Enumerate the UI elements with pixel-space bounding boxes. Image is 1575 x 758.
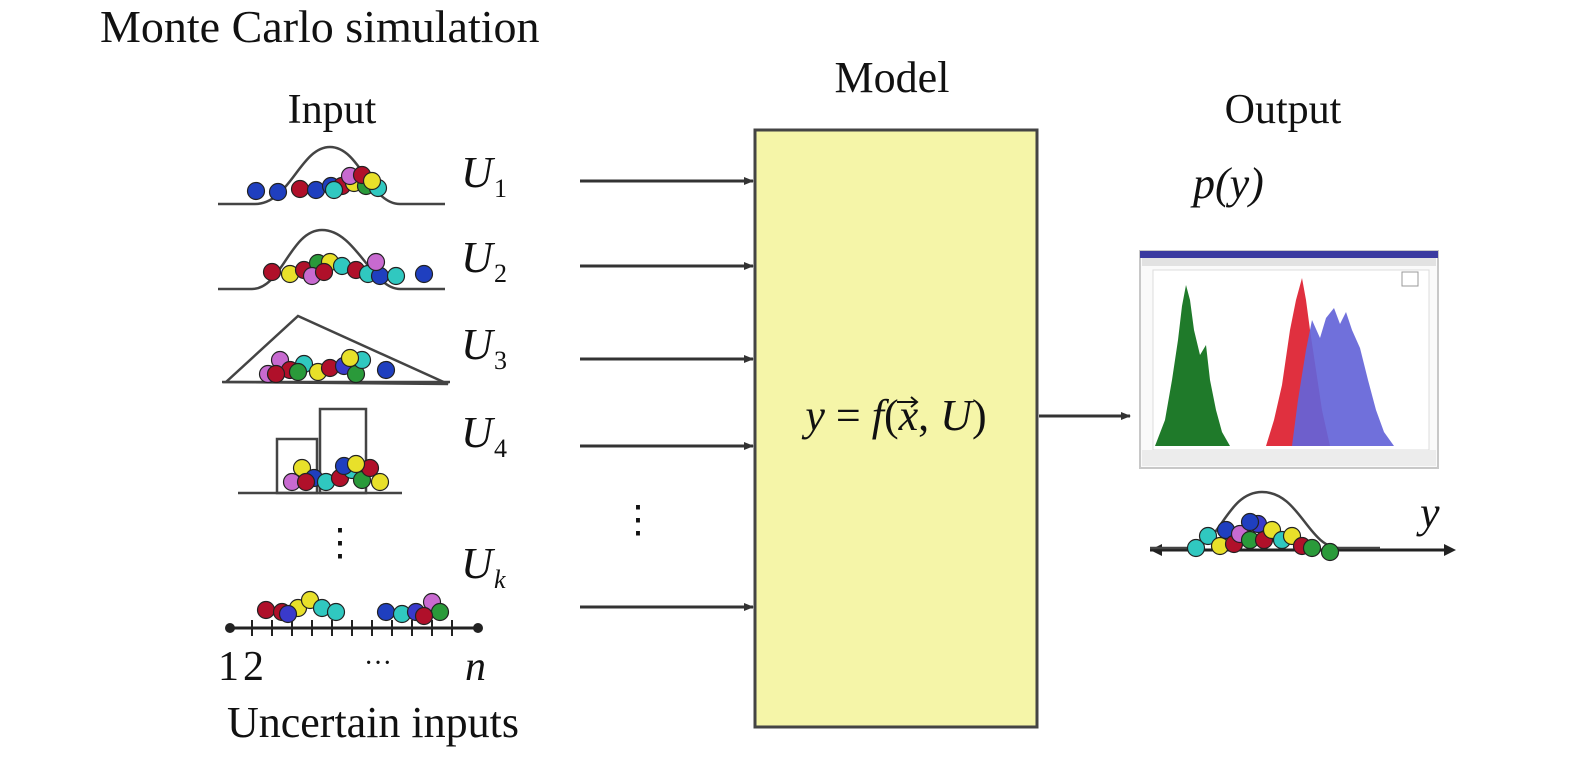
output-histogram-window	[1139, 250, 1439, 469]
output-axis-arrow-left	[1150, 544, 1162, 556]
histogram-blue	[1292, 308, 1394, 446]
svg-text:U: U	[461, 320, 496, 369]
model-equation: y = f(x, U)	[801, 391, 986, 440]
sample-ball	[324, 180, 344, 200]
sample-ball	[290, 179, 310, 199]
sample-ball	[278, 604, 298, 624]
window-status-bar	[1142, 450, 1436, 466]
sample-ball	[370, 472, 390, 492]
input-distribution-discrete	[225, 590, 483, 636]
axis-label-end: n	[465, 644, 486, 690]
input-label-u2: U 2	[461, 233, 507, 288]
arrow-vertical-ellipsis: ⋮	[619, 499, 657, 541]
sample-ball	[1198, 526, 1218, 546]
sample-ball	[1186, 538, 1206, 558]
sample-ball	[266, 364, 286, 384]
input-distribution-triangular	[222, 314, 450, 386]
input-label-u4: U 4	[461, 408, 507, 463]
sample-ball	[296, 472, 316, 492]
input-distribution-normal-2	[218, 228, 445, 291]
histogram-green	[1155, 285, 1230, 446]
axis-label-start: 12	[218, 644, 268, 690]
sample-ball	[288, 362, 308, 382]
svg-text:k: k	[494, 565, 506, 594]
sample-ball	[268, 182, 288, 202]
sample-ball	[1240, 512, 1260, 532]
svg-text:2: 2	[494, 259, 507, 288]
sample-ball	[326, 602, 346, 622]
output-heading: Output	[1225, 87, 1342, 133]
input-distribution-histogram	[238, 407, 402, 495]
axis-end-dot	[225, 623, 235, 633]
svg-text:U: U	[461, 148, 496, 197]
input-label-u3: U 3	[461, 320, 507, 375]
svg-text:U: U	[461, 539, 496, 588]
sample-ball	[362, 171, 382, 191]
uncertain-inputs-caption: Uncertain inputs	[227, 698, 519, 747]
input-heading: Input	[288, 87, 377, 133]
svg-text:4: 4	[494, 434, 507, 463]
sample-ball	[262, 262, 282, 282]
svg-text:U: U	[461, 408, 496, 457]
input-vertical-ellipsis: ⋮	[321, 522, 359, 564]
sample-ball	[430, 602, 450, 622]
diagram-title: Monte Carlo simulation	[100, 1, 540, 52]
sample-ball	[414, 606, 434, 626]
output-axis-arrow	[1444, 544, 1456, 556]
axis-label-dots: ···	[364, 648, 392, 679]
window-title-bar	[1140, 251, 1438, 258]
sample-ball	[386, 266, 406, 286]
vector-arrow-icon	[897, 396, 919, 408]
sample-ball	[1320, 542, 1340, 562]
sample-ball	[246, 181, 266, 201]
input-label-uk: U k	[461, 539, 506, 594]
svg-text:1: 1	[494, 174, 507, 203]
sample-ball	[1302, 538, 1322, 558]
input-arrows	[580, 177, 754, 611]
axis-end-dot	[473, 623, 483, 633]
svg-text:U: U	[461, 233, 496, 282]
output-distribution	[1150, 490, 1456, 562]
svg-text:3: 3	[494, 346, 507, 375]
model-heading: Model	[835, 53, 950, 102]
input-distribution-normal-1	[218, 145, 445, 206]
output-axis-label: y	[1416, 488, 1440, 537]
sample-ball	[366, 252, 386, 272]
legend-box	[1401, 271, 1419, 287]
sample-ball	[346, 454, 366, 474]
sample-ball	[414, 264, 434, 284]
sample-ball	[340, 348, 360, 368]
output-pdf-label: p(y)	[1190, 159, 1264, 208]
sample-ball	[376, 360, 396, 380]
sample-ball	[306, 180, 326, 200]
sample-ball	[314, 262, 334, 282]
sample-ball	[376, 602, 396, 622]
input-label-u1: U 1	[461, 148, 507, 203]
model-box	[753, 128, 1039, 729]
window-menu-bar	[1142, 258, 1436, 266]
sample-ball	[256, 600, 276, 620]
